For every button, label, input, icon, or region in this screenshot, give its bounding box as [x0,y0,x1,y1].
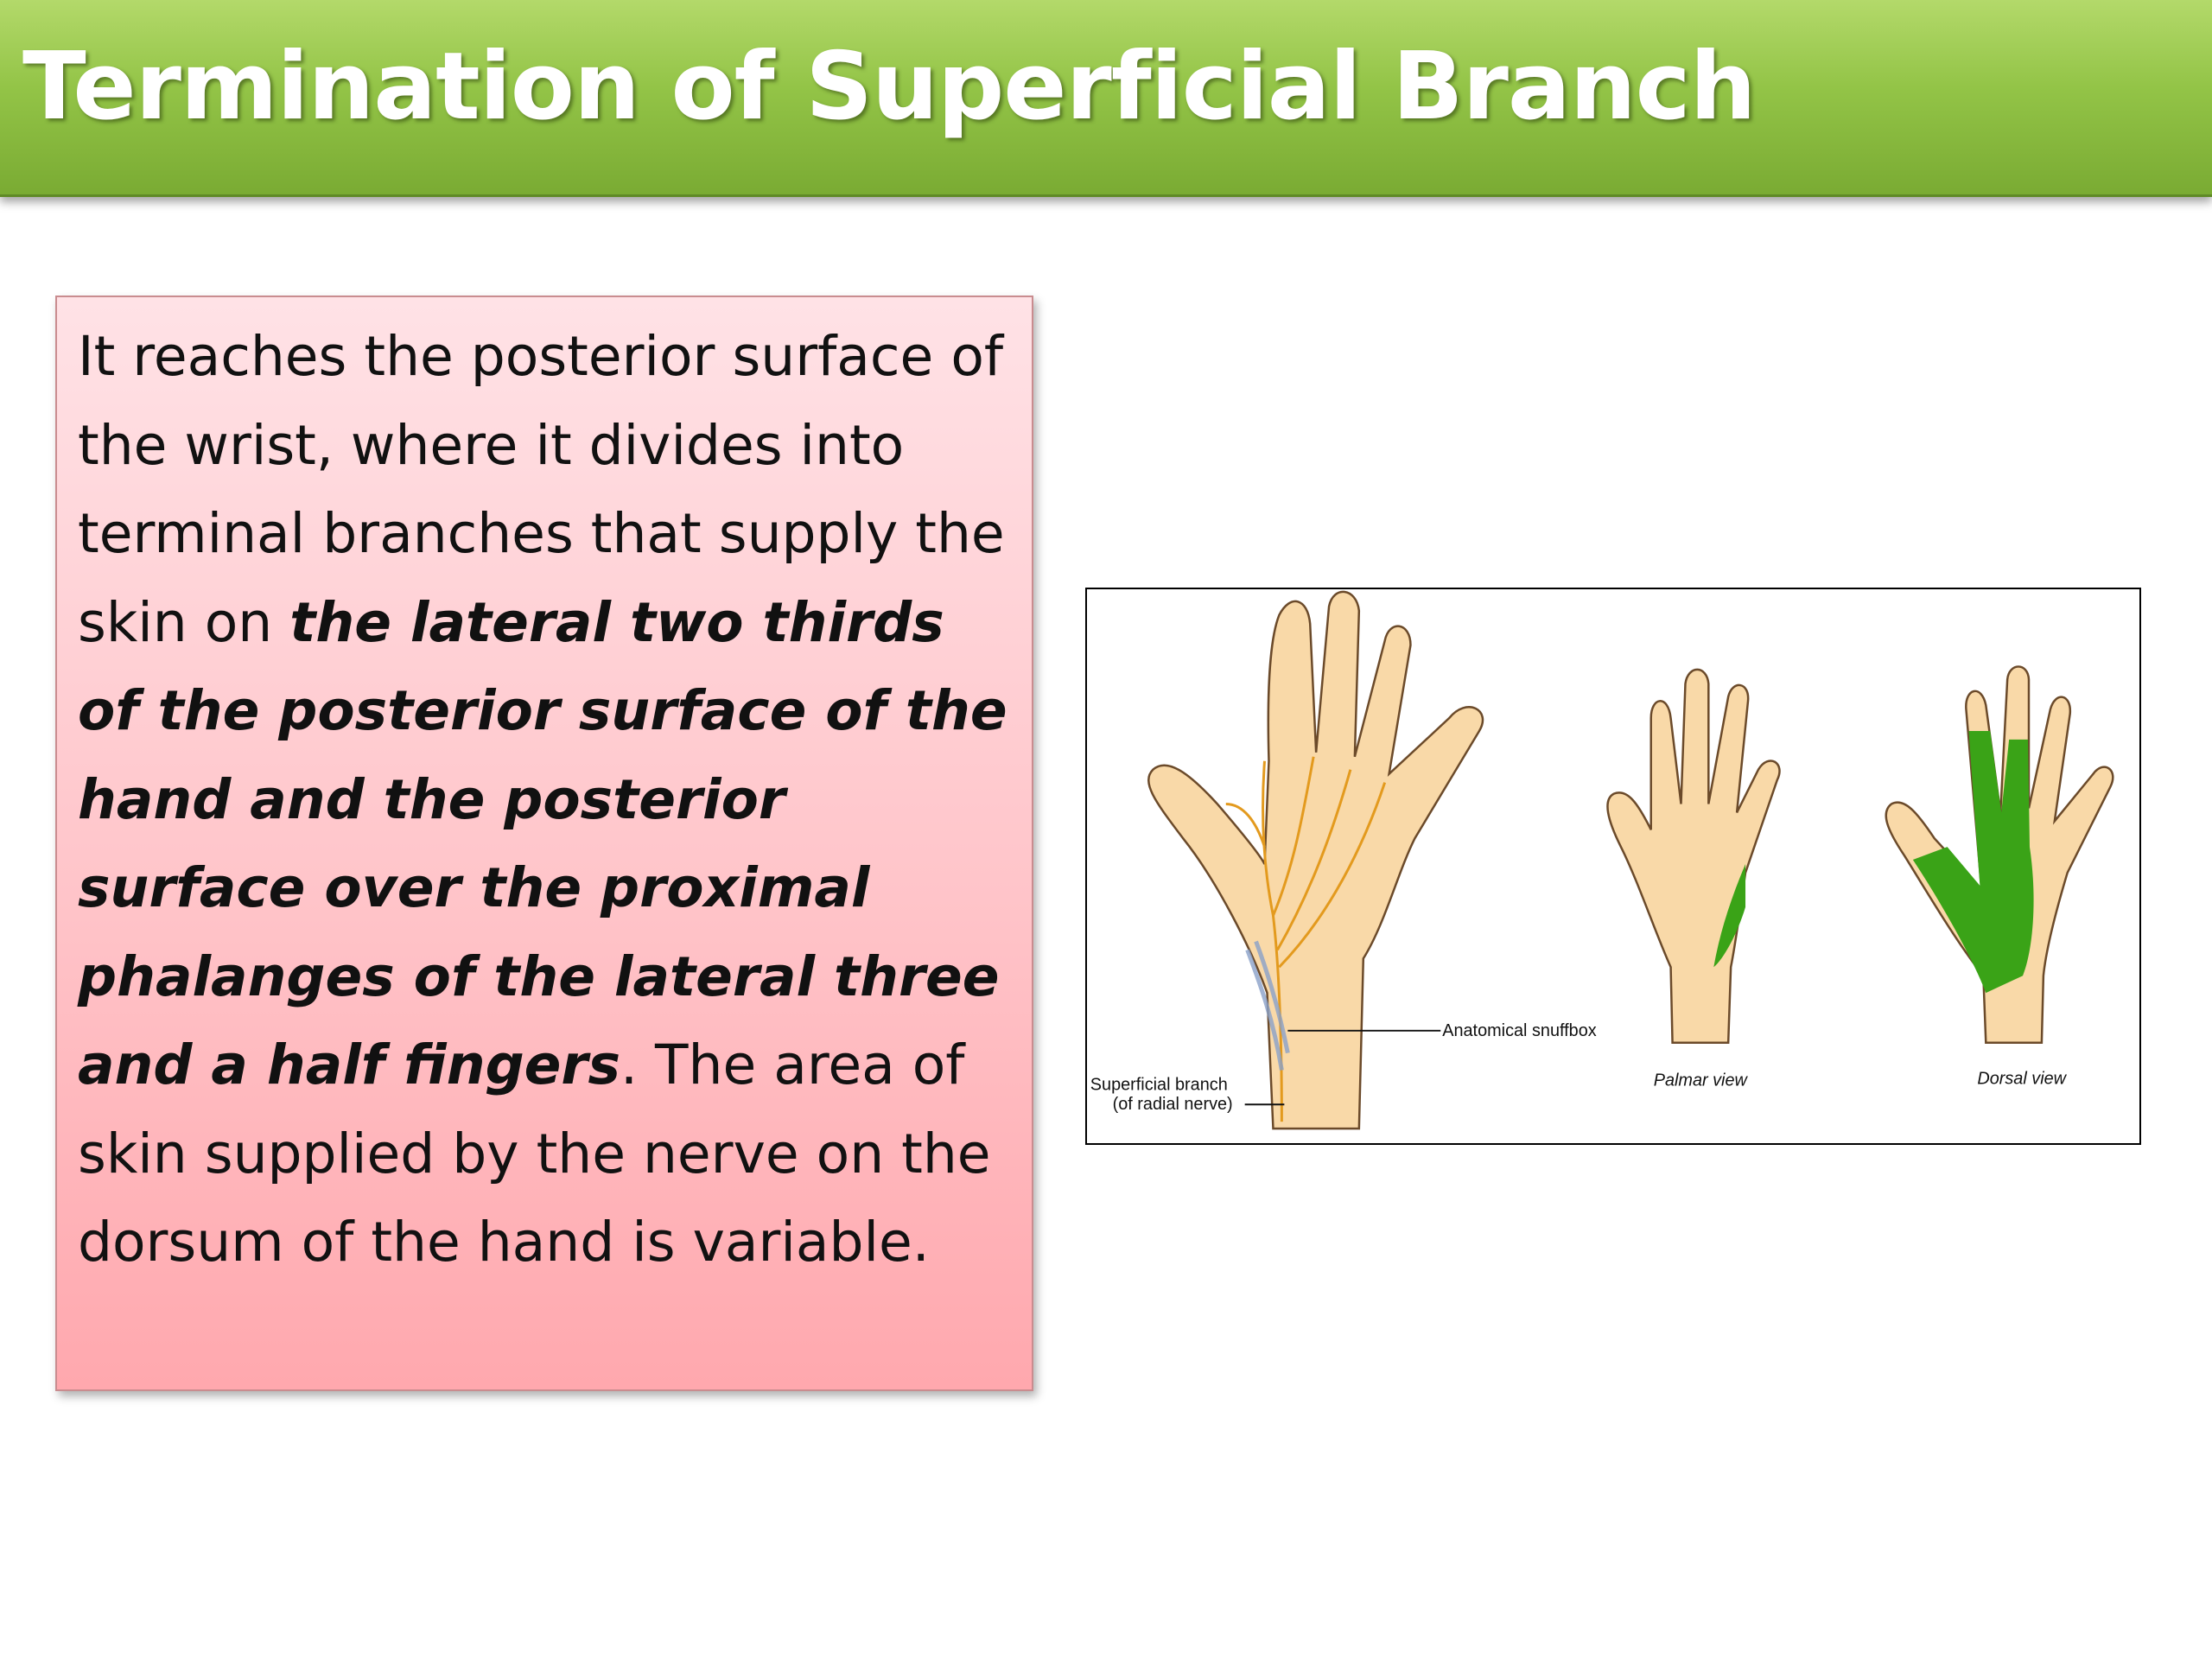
hand-nerve-figure: Anatomical snuffbox Superficial branch (… [1085,588,2141,1145]
text-part-1: It reaches the posterior surface of the … [78,325,1005,654]
label-anatomical-snuffbox: Anatomical snuffbox [1442,1021,1597,1040]
title-bar: Termination of Superficial Branch [0,0,2212,197]
nerve-branches [1225,756,1387,1122]
large-hand-drawing [1147,590,1484,1130]
palmar-hand-drawing [1606,668,1781,1044]
slide-title: Termination of Superficial Branch [22,33,1757,141]
hand-illustration: Anatomical snuffbox Superficial branch (… [1090,590,2114,1130]
label-of-radial-nerve: (of radial nerve) [1113,1095,1233,1114]
label-palmar-view: Palmar view [1654,1071,1749,1090]
label-superficial-branch: Superficial branch [1090,1075,1228,1094]
label-dorsal-view: Dorsal view [1977,1069,2067,1088]
large-hand-outline [1147,590,1484,1130]
text-emphasis: the lateral two thirds of the posterior … [78,590,1007,1097]
dorsal-supplied-area [1912,730,2034,994]
snuffbox-tendons [1245,940,1290,1071]
text-part-2: . The area of skin supplied by the nerve… [78,1033,991,1274]
dorsal-hand-drawing [1885,665,2114,1044]
palmar-hand-outline [1606,668,1781,1044]
description-textbox: It reaches the posterior surface of the … [55,296,1033,1391]
palmar-supplied-area [1713,864,1746,968]
